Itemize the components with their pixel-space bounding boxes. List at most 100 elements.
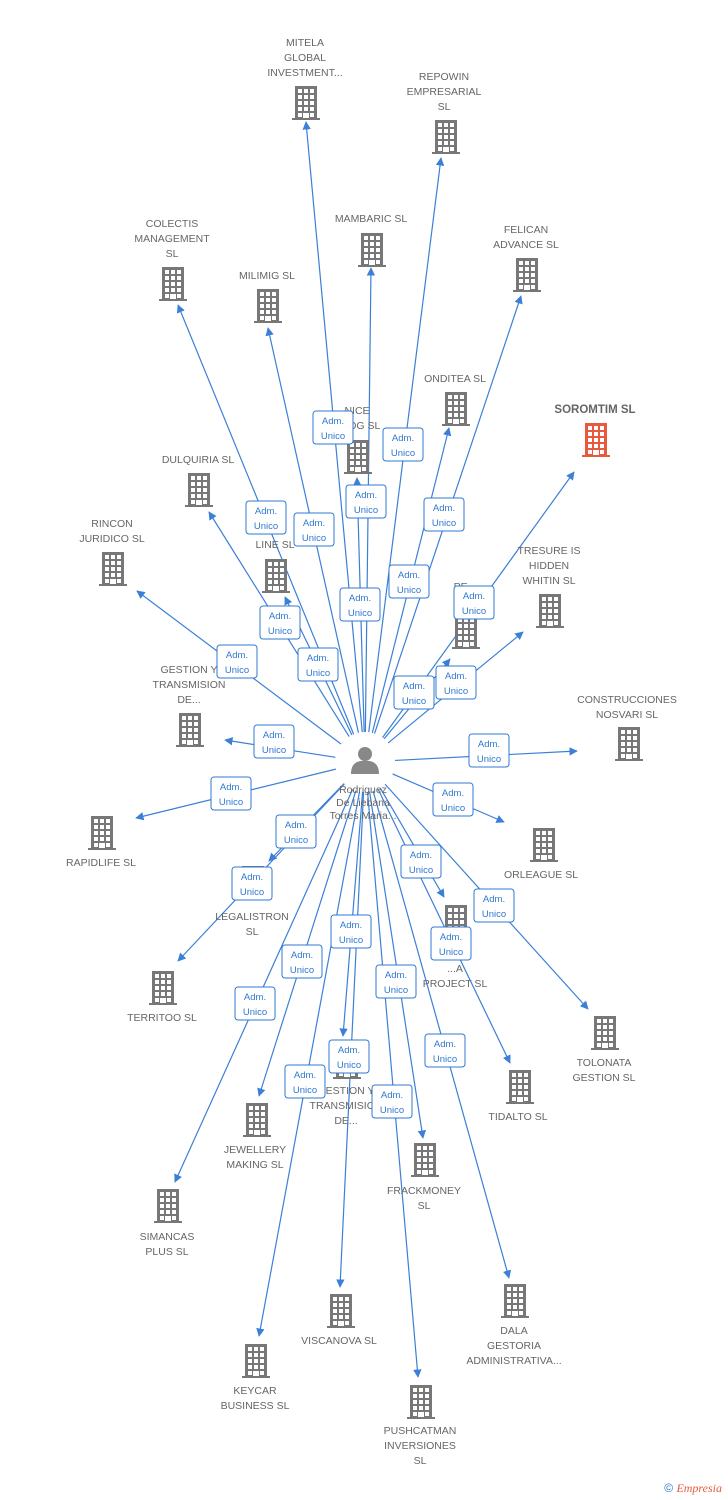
company-node-construcciones[interactable]: CONSTRUCCIONES NOSVARI SL xyxy=(577,694,677,761)
company-label[interactable]: TRESURE IS xyxy=(517,545,580,557)
company-label[interactable]: MAKING SL xyxy=(226,1159,283,1171)
company-label[interactable]: INVESTMENT... xyxy=(267,67,342,79)
company-node-milimig[interactable]: MILIMIG SL xyxy=(239,270,295,323)
building-icon[interactable] xyxy=(411,1143,439,1177)
company-label[interactable]: FELICAN xyxy=(504,224,548,236)
company-node-pushcatman[interactable]: PUSHCATMAN INVERSIONES SL xyxy=(384,1385,457,1467)
company-node-repowin[interactable]: REPOWIN EMPRESARIAL SL xyxy=(407,71,482,154)
company-label[interactable]: ADMINISTRATIVA... xyxy=(466,1355,561,1367)
company-node-rapidlife[interactable]: RAPIDLIFE SL xyxy=(66,816,136,869)
company-node-dulquiria[interactable]: DULQUIRIA SL xyxy=(162,454,235,507)
building-icon[interactable] xyxy=(536,594,564,628)
company-label[interactable]: TOLONATA xyxy=(577,1057,632,1069)
company-label[interactable]: CONSTRUCCIONES xyxy=(577,694,677,706)
building-icon[interactable] xyxy=(615,727,643,761)
company-label[interactable]: MAMBARIC SL xyxy=(335,213,408,225)
company-label[interactable]: SL xyxy=(414,1455,427,1467)
company-node-soromtim[interactable]: SOROMTIM SL xyxy=(554,404,636,457)
building-icon[interactable] xyxy=(513,258,541,292)
company-label[interactable]: JEWELLERY xyxy=(224,1144,286,1156)
company-label[interactable]: PROJECT SL xyxy=(423,978,488,990)
company-label[interactable]: GESTORIA xyxy=(487,1340,541,1352)
company-node-gestion1[interactable]: GESTION Y TRANSMISION DE... xyxy=(153,664,226,747)
company-label[interactable]: GESTION Y xyxy=(318,1085,375,1097)
company-label[interactable]: RINCON xyxy=(91,518,132,530)
company-label[interactable]: ADVANCE SL xyxy=(493,239,559,251)
company-node-keycar[interactable]: KEYCAR BUSINESS SL xyxy=(221,1344,290,1412)
company-node-felican[interactable]: FELICAN ADVANCE SL xyxy=(493,224,559,292)
company-label[interactable]: JURIDICO SL xyxy=(79,533,145,545)
building-icon[interactable] xyxy=(344,440,372,474)
company-node-tolonata[interactable]: TOLONATA GESTION SL xyxy=(572,1016,636,1084)
company-label[interactable]: DE... xyxy=(334,1115,357,1127)
company-label[interactable]: NOSVARI SL xyxy=(596,709,658,721)
building-icon[interactable] xyxy=(407,1385,435,1419)
company-label[interactable]: ...A xyxy=(447,963,463,975)
building-icon[interactable] xyxy=(254,289,282,323)
company-node-tidalto[interactable]: TIDALTO SL xyxy=(488,1070,548,1123)
company-node-jewellery[interactable]: JEWELLERY MAKING SL xyxy=(224,1103,286,1171)
company-node-onditea[interactable]: ONDITEA SL xyxy=(424,373,486,426)
company-label[interactable]: GESTION Y xyxy=(161,664,218,676)
company-label[interactable]: PLUS SL xyxy=(145,1246,188,1258)
building-icon[interactable] xyxy=(442,392,470,426)
company-label[interactable]: GESTION SL xyxy=(572,1072,635,1084)
company-node-simancas[interactable]: SIMANCAS PLUS SL xyxy=(140,1189,195,1258)
company-node-mambaric[interactable]: MAMBARIC SL xyxy=(335,213,408,267)
building-icon[interactable] xyxy=(292,86,320,120)
company-label[interactable]: EMPRESARIAL xyxy=(407,86,482,98)
company-label[interactable]: MITELA xyxy=(286,37,324,49)
company-label[interactable]: SIMANCAS xyxy=(140,1231,195,1243)
building-icon[interactable] xyxy=(262,559,290,593)
company-label[interactable]: REPOWIN xyxy=(419,71,469,83)
company-label[interactable]: DALA xyxy=(500,1325,527,1337)
company-label[interactable]: TRANSMISION xyxy=(310,1100,383,1112)
company-label[interactable]: FRACKMONEY xyxy=(387,1185,461,1197)
company-label[interactable]: MILIMIG SL xyxy=(239,270,295,282)
building-icon[interactable] xyxy=(452,615,480,649)
company-label[interactable]: VISCANOVA SL xyxy=(301,1335,377,1347)
company-node-project[interactable]: ...A PROJECT SL xyxy=(423,905,488,990)
building-icon[interactable] xyxy=(149,971,177,1005)
company-label[interactable]: COLECTIS xyxy=(146,218,199,230)
company-node-viscanova[interactable]: VISCANOVA SL xyxy=(301,1294,377,1347)
company-label[interactable]: KEYCAR xyxy=(233,1385,277,1397)
company-label[interactable]: SL xyxy=(166,248,179,260)
building-icon[interactable] xyxy=(154,1189,182,1223)
building-icon[interactable] xyxy=(88,816,116,850)
building-icon[interactable] xyxy=(506,1070,534,1104)
company-label[interactable]: DULQUIRIA SL xyxy=(162,454,235,466)
building-icon[interactable] xyxy=(530,828,558,862)
building-icon[interactable] xyxy=(242,1344,270,1378)
company-node-mitela[interactable]: MITELA GLOBAL INVESTMENT... xyxy=(267,37,343,120)
company-node-rincon[interactable]: RINCON JURIDICO SL xyxy=(79,518,145,586)
company-label[interactable]: TERRITOO SL xyxy=(127,1012,197,1024)
building-icon[interactable] xyxy=(185,473,213,507)
company-label[interactable]: LINE SL xyxy=(255,539,294,551)
company-label[interactable]: LEGALISTRON xyxy=(215,911,289,923)
company-label[interactable]: SL xyxy=(438,101,451,113)
company-label[interactable]: BUSINESS SL xyxy=(221,1400,290,1412)
building-icon[interactable] xyxy=(432,120,460,154)
company-label[interactable]: SL xyxy=(246,926,259,938)
company-label[interactable]: SOROMTIM SL xyxy=(554,404,635,416)
company-node-colectis[interactable]: COLECTIS MANAGEMENT SL xyxy=(134,218,210,301)
building-icon[interactable] xyxy=(243,1103,271,1137)
company-label[interactable]: MANAGEMENT xyxy=(134,233,210,245)
building-icon[interactable] xyxy=(358,233,386,267)
company-label[interactable]: GLOBAL xyxy=(284,52,326,64)
company-label[interactable]: TRANSMISION xyxy=(153,679,226,691)
building-icon[interactable] xyxy=(176,713,204,747)
building-icon[interactable] xyxy=(591,1016,619,1050)
company-label[interactable]: WHITIN SL xyxy=(522,575,575,587)
building-icon[interactable] xyxy=(582,423,610,457)
company-label[interactable]: ONDITEA SL xyxy=(424,373,486,385)
company-node-dala[interactable]: DALA GESTORIA ADMINISTRATIVA... xyxy=(466,1284,562,1367)
building-icon[interactable] xyxy=(327,1294,355,1328)
company-label[interactable]: PUSHCATMAN xyxy=(384,1425,457,1437)
building-icon[interactable] xyxy=(99,552,127,586)
company-label[interactable]: DE... xyxy=(177,694,200,706)
company-label[interactable]: INVERSIONES xyxy=(384,1440,456,1452)
